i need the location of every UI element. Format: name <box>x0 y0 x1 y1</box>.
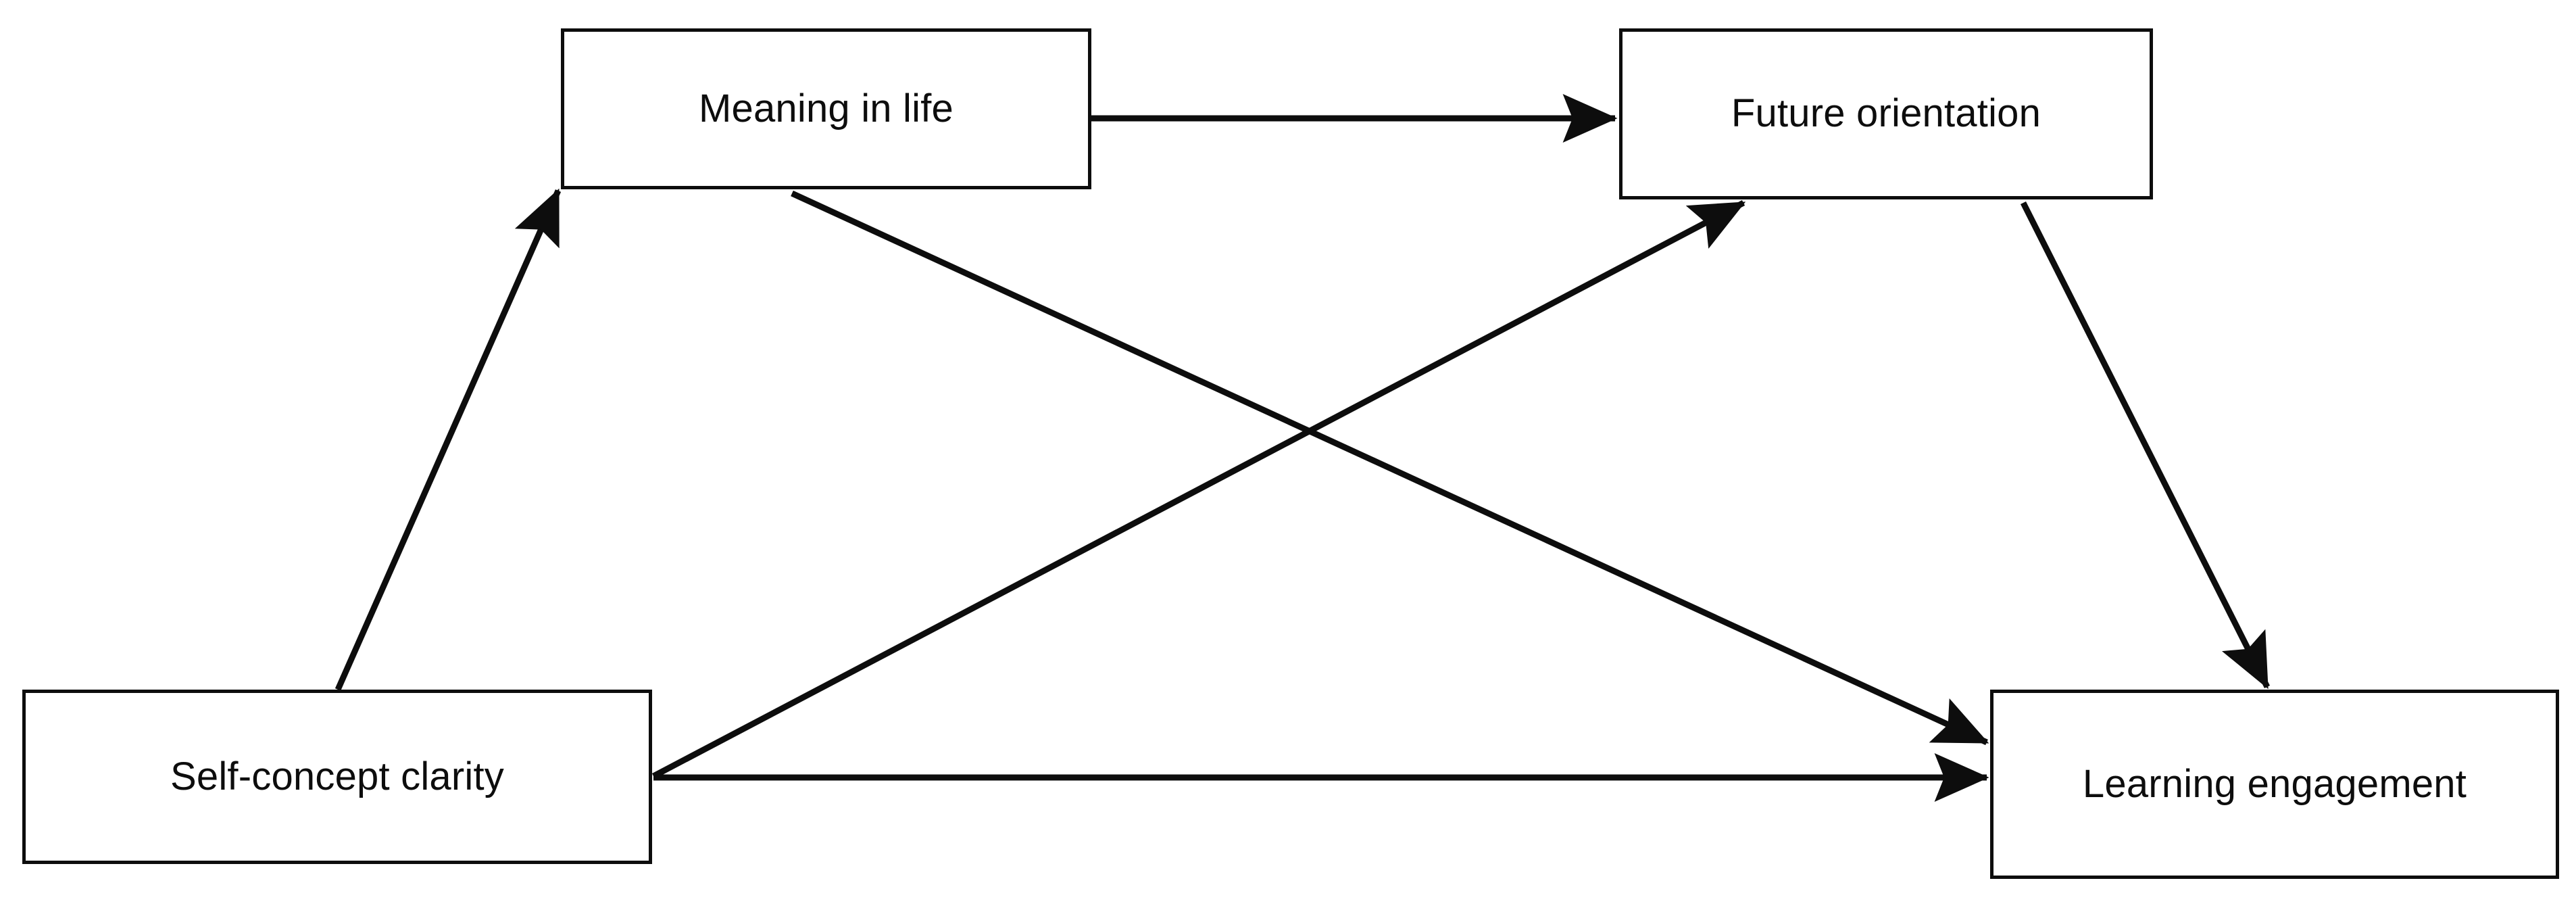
node-meaning-in-life-label: Meaning in life <box>699 86 953 130</box>
node-learning-engagement-label: Learning engagement <box>2082 761 2467 806</box>
node-self-concept-clarity-label: Self-concept clarity <box>170 754 504 798</box>
edge-self-concept-clarity-to-future-orientation <box>651 200 1746 779</box>
node-learning-engagement[interactable]: Learning engagement <box>1990 690 2559 879</box>
node-meaning-in-life[interactable]: Meaning in life <box>561 28 1091 189</box>
node-future-orientation[interactable]: Future orientation <box>1619 28 2153 199</box>
node-future-orientation-label: Future orientation <box>1731 91 2041 136</box>
edge-meaning-in-life-to-learning-engagement <box>791 190 1989 746</box>
node-self-concept-clarity[interactable]: Self-concept clarity <box>22 690 652 864</box>
edge-future-orientation-to-learning-engagement <box>2020 201 2271 690</box>
edge-self-concept-clarity-to-meaning-in-life <box>335 188 562 691</box>
